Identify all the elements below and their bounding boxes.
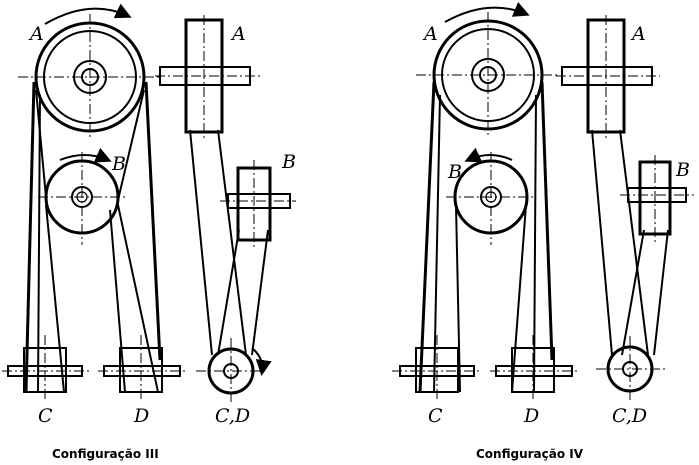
belt-a-to-c	[24, 81, 65, 393]
side-pulley-cd	[596, 336, 666, 402]
caption-configuration-iii: Configuração III	[52, 447, 159, 461]
label-b-front: B	[447, 161, 462, 183]
label-d: D	[133, 405, 149, 427]
belt-b-to-d	[109, 81, 162, 393]
pulley-b	[38, 147, 128, 245]
caption-configuration-iv: Configuração IV	[476, 447, 584, 461]
label-cd: C,D	[215, 405, 250, 427]
side-view	[155, 15, 296, 404]
shaft-c	[392, 335, 482, 400]
label-c: C	[428, 405, 443, 427]
front-view	[2, 3, 186, 400]
label-b-front: B	[111, 153, 126, 175]
label-b-side: B	[281, 151, 296, 173]
shaft-d	[490, 335, 578, 400]
side-pulley-cd	[196, 338, 272, 404]
side-pulley-a	[155, 15, 260, 140]
shaft-d	[98, 335, 186, 400]
label-a-front: A	[422, 23, 438, 45]
belt-a-to-b	[35, 89, 145, 201]
side-belts	[591, 129, 669, 356]
pulley-b	[446, 147, 536, 245]
label-b-side: B	[675, 159, 690, 181]
label-cd: C,D	[612, 405, 647, 427]
belt-a-to-d	[511, 81, 554, 393]
configuration-iv-diagram: A A B B C D C,D Configuração IV	[392, 1, 694, 461]
side-belts	[189, 129, 269, 356]
label-c: C	[38, 405, 53, 427]
front-view	[392, 1, 578, 400]
side-view	[556, 15, 694, 402]
side-pulley-a	[556, 15, 660, 140]
side-pulley-b	[220, 160, 296, 250]
belt-a-to-c	[418, 81, 461, 393]
side-pulley-b	[620, 155, 694, 245]
label-d: D	[523, 405, 539, 427]
pulley-a	[18, 3, 160, 140]
label-a-side: A	[230, 23, 246, 45]
shaft-c	[2, 335, 90, 400]
pulley-a	[416, 1, 560, 138]
label-a-front: A	[28, 23, 44, 45]
label-a-side: A	[630, 23, 646, 45]
configuration-iii-diagram: A A B B C D C,D Configuração III	[2, 3, 296, 461]
